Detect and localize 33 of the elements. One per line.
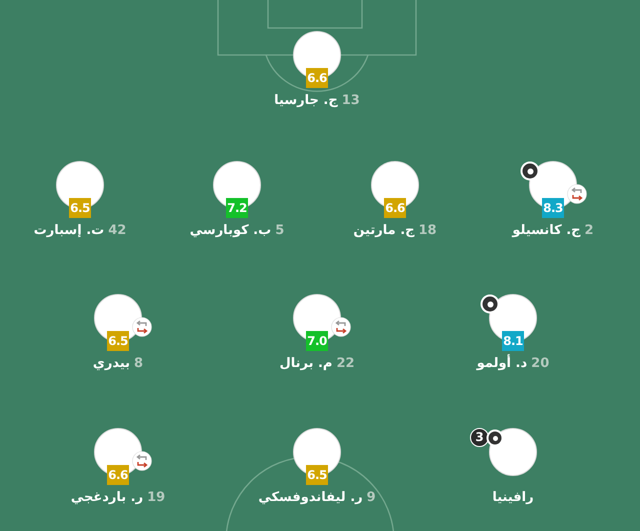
rating-badge: 7.0: [306, 331, 328, 351]
player-name: ب. كوبارسي: [190, 223, 272, 238]
rating-badge: 6.6: [384, 198, 406, 218]
shirt-number: 22: [336, 356, 355, 371]
player-name: ر. باردغجي: [70, 490, 144, 505]
player-name: ر. ليفاندوفسكي: [258, 490, 363, 505]
player-name: ج. كانسيلو: [512, 223, 581, 238]
rating-badge: 8.1: [502, 331, 524, 351]
shirt-number: 9: [366, 490, 376, 505]
rating-badge: 6.6: [306, 68, 328, 88]
player-name: ت. إسبارت: [34, 223, 104, 238]
shirt-number: 20: [531, 356, 550, 371]
rating-badge: 6.5: [69, 198, 91, 218]
player-name: ج. جارسيا: [274, 93, 338, 108]
rating-badge: 6.5: [107, 331, 129, 351]
player-name: بيدري: [92, 356, 130, 371]
rating-badge: 7.2: [226, 198, 248, 218]
player-name: م. برنال: [279, 356, 332, 371]
shirt-number: 18: [418, 223, 437, 238]
shirt-number: 5: [275, 223, 284, 238]
shirt-number: 2: [584, 223, 594, 238]
player-name: رافينيا: [492, 490, 534, 505]
rating-badge: 6.6: [107, 465, 129, 485]
goal-count-badge: 3: [470, 428, 489, 447]
player-name: ج. مارتين: [353, 223, 415, 238]
shirt-number: 13: [342, 93, 360, 108]
player-photo: [489, 428, 537, 476]
shirt-number: 42: [108, 223, 126, 238]
rating-badge: 6.5: [306, 465, 328, 485]
shirt-number: 8: [134, 356, 144, 371]
rating-badge: 8.3: [542, 198, 564, 218]
player-name: د. أولمو: [476, 356, 528, 371]
shirt-number: 19: [147, 490, 166, 505]
